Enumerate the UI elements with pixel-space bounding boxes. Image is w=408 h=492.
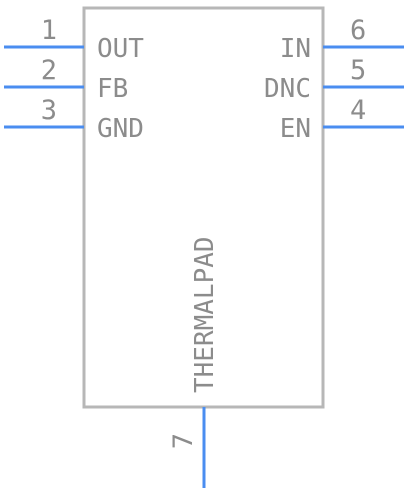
pin-4-name: EN bbox=[280, 114, 311, 144]
pin-4-number: 4 bbox=[350, 95, 366, 126]
pin-1-number: 1 bbox=[41, 15, 57, 46]
pin-6-name: IN bbox=[280, 34, 311, 64]
pin-3-number: 3 bbox=[41, 95, 57, 126]
pin-6-number: 6 bbox=[350, 15, 366, 46]
pin-2-number: 2 bbox=[41, 55, 57, 86]
pin-5-name: DNC bbox=[264, 74, 311, 104]
pin-2-name: FB bbox=[97, 74, 128, 104]
pin-3-name: GND bbox=[97, 114, 144, 144]
pin-7-number: 7 bbox=[168, 433, 199, 449]
pin-1-name: OUT bbox=[97, 34, 144, 64]
pin-5-number: 5 bbox=[350, 55, 366, 86]
pin-7-name: THERMALPAD bbox=[190, 236, 220, 393]
component-body bbox=[82, 6, 325, 409]
